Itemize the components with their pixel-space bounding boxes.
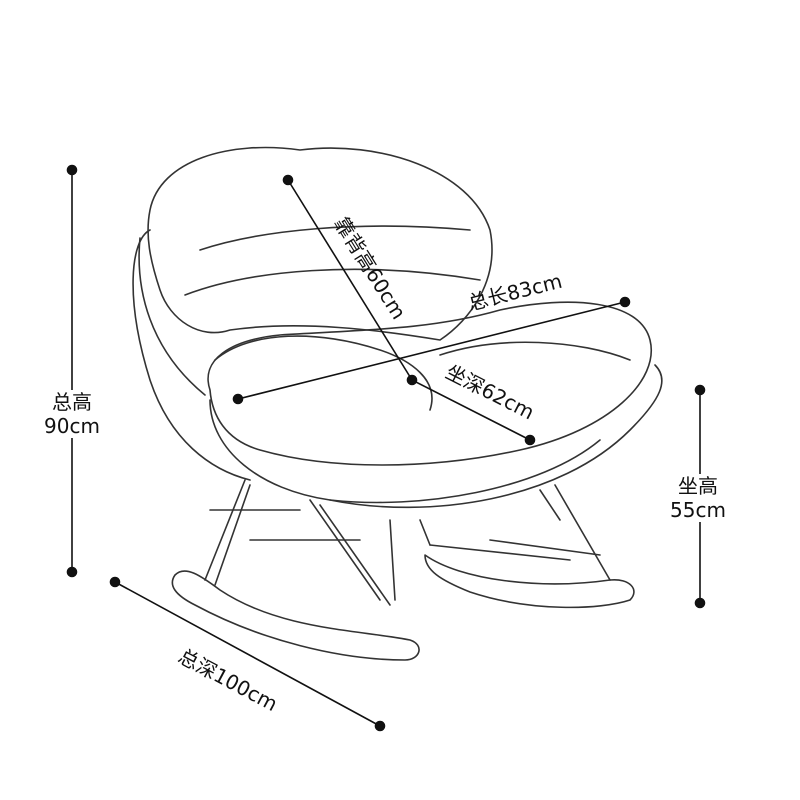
total-height-value: 90cm [44, 414, 100, 438]
dimension-lines [66, 164, 706, 732]
total-height-label: 总高 90cm [42, 390, 102, 438]
seat-height-name: 坐高 [678, 474, 718, 498]
seat-height-label: 坐高 55cm [660, 474, 736, 522]
total-height-name: 总高 [52, 390, 92, 414]
seat-height-value: 55cm [670, 498, 726, 522]
chair-outline [132, 146, 663, 661]
